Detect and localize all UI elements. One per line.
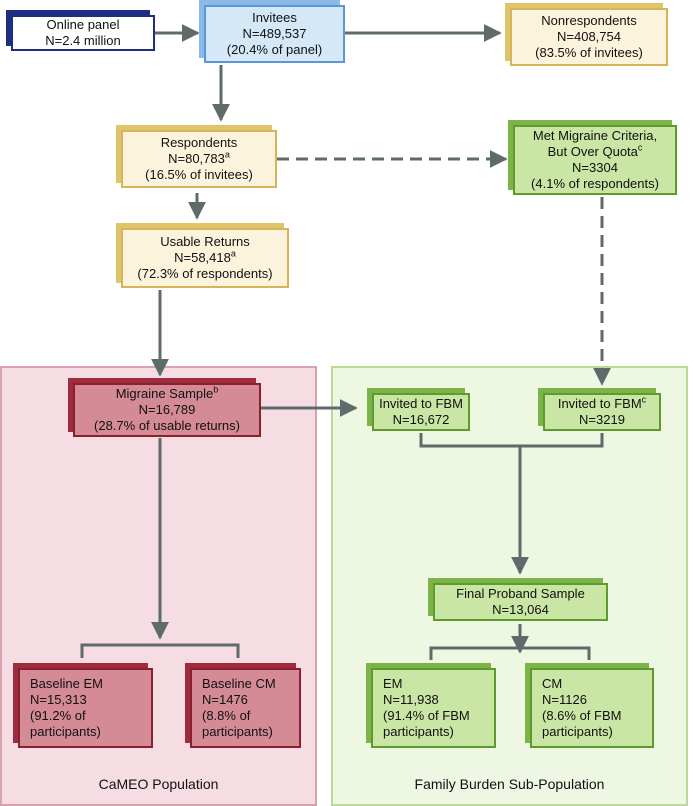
usable-returns-count: N=58,418 bbox=[174, 250, 231, 265]
usable-returns-footnote: a bbox=[230, 248, 236, 259]
invitees-title: Invitees bbox=[252, 10, 297, 25]
branch-em-cm bbox=[429, 646, 591, 660]
usable-returns-title: Usable Returns bbox=[160, 234, 250, 249]
usable-returns-box: Usable Returns N=58,418a (72.3% of respo… bbox=[121, 228, 289, 288]
migraine-sample-count: N=16,789 bbox=[138, 402, 196, 417]
cm-box: CM N=1126 (8.6% of FBM participants) bbox=[530, 668, 654, 748]
baseline-em-box: Baseline EM N=15,313 (91.2% of participa… bbox=[18, 668, 153, 748]
em-box: EM N=11,938 (91.4% of FBM participants) bbox=[371, 668, 496, 748]
baseline-cm-participants: participants) bbox=[202, 724, 273, 739]
migraine-sample-title-line: Migraine Sampleb bbox=[115, 384, 219, 402]
met-criteria-footnote: c bbox=[637, 142, 643, 153]
baseline-cm-title: Baseline CM bbox=[202, 676, 276, 691]
cm-title: CM bbox=[542, 676, 563, 691]
usable-returns-count-line: N=58,418a bbox=[174, 248, 236, 266]
met-criteria-title: Met Migraine Criteria, bbox=[532, 128, 658, 143]
met-criteria-quota: But Over Quota bbox=[547, 144, 638, 159]
invited-fbm-1-count: N=16,672 bbox=[392, 412, 450, 427]
usable-returns-percent: (72.3% of respondents) bbox=[137, 266, 273, 281]
em-title: EM bbox=[383, 676, 403, 691]
invitees-box: Invitees N=489,537 (20.4% of panel) bbox=[204, 5, 345, 63]
cm-count: N=1126 bbox=[542, 692, 587, 707]
met-migraine-criteria-box: Met Migraine Criteria, But Over Quotac N… bbox=[513, 125, 677, 195]
invitees-count: N=489,537 bbox=[242, 26, 307, 41]
invited-fbm-2-title-line: Invited to FBMc bbox=[557, 394, 647, 412]
nonrespondents-count: N=408,754 bbox=[557, 29, 621, 44]
migraine-sample-box: Migraine Sampleb N=16,789 (28.7% of usab… bbox=[73, 383, 261, 437]
invitees-percent: (20.4% of panel) bbox=[226, 42, 323, 57]
baseline-em-percent: (91.2% of bbox=[30, 708, 86, 723]
baseline-em-participants: participants) bbox=[30, 724, 101, 739]
invited-fbm-box-1: Invited to FBM N=16,672 bbox=[372, 393, 470, 431]
migraine-sample-percent: (28.7% of usable returns) bbox=[94, 418, 240, 433]
family-burden-label: Family Burden Sub-Population bbox=[414, 776, 605, 792]
migraine-sample-footnote: b bbox=[213, 384, 219, 395]
branch-baseline bbox=[80, 643, 240, 658]
invited-fbm-box-2: Invited to FBMc N=3219 bbox=[543, 393, 661, 431]
online-panel-title: Online panel bbox=[46, 17, 120, 32]
online-panel-box: Online panel N=2.4 million bbox=[11, 15, 155, 51]
final-proband-sample-box: Final Proband Sample N=13,064 bbox=[433, 583, 608, 621]
join-invited-fbm bbox=[419, 433, 604, 448]
baseline-em-count: N=15,313 bbox=[30, 692, 87, 707]
migraine-sample-title: Migraine Sample bbox=[115, 386, 214, 401]
baseline-cm-box: Baseline CM N=1476 (8.8% of participants… bbox=[190, 668, 301, 748]
respondents-percent: (16.5% of invitees) bbox=[145, 167, 253, 182]
baseline-em-title: Baseline EM bbox=[30, 676, 103, 691]
em-percent: (91.4% of FBM bbox=[383, 708, 470, 723]
respondents-footnote: a bbox=[224, 149, 230, 160]
online-panel-count: N=2.4 million bbox=[45, 33, 121, 48]
nonrespondents-percent: (83.5% of invitees) bbox=[535, 45, 643, 60]
nonrespondents-box: Nonrespondents N=408,754 (83.5% of invit… bbox=[510, 8, 668, 66]
respondents-title: Respondents bbox=[160, 135, 238, 150]
cameo-population-label: CaMEO Population bbox=[98, 776, 219, 792]
met-criteria-percent: (4.1% of respondents) bbox=[531, 176, 659, 191]
baseline-cm-percent: (8.8% of bbox=[202, 708, 251, 723]
em-count: N=11,938 bbox=[383, 692, 439, 707]
respondents-count-line: N=80,783a bbox=[168, 149, 230, 167]
nonrespondents-title: Nonrespondents bbox=[541, 13, 637, 28]
invited-fbm-2-footnote: c bbox=[641, 394, 647, 405]
final-proband-title: Final Proband Sample bbox=[456, 586, 585, 601]
met-criteria-quota-line: But Over Quotac bbox=[547, 142, 643, 160]
final-proband-count: N=13,064 bbox=[492, 602, 549, 617]
invited-fbm-2-title: Invited to FBM bbox=[557, 396, 642, 411]
respondents-count: N=80,783 bbox=[168, 151, 225, 166]
invited-fbm-2-count: N=3219 bbox=[579, 412, 625, 427]
cm-participants: participants) bbox=[542, 724, 613, 739]
respondents-box: Respondents N=80,783a (16.5% of invitees… bbox=[121, 130, 277, 188]
baseline-cm-count: N=1476 bbox=[202, 692, 248, 707]
met-criteria-count: N=3304 bbox=[572, 160, 618, 175]
invited-fbm-1-title: Invited to FBM bbox=[379, 396, 463, 411]
cm-percent: (8.6% of FBM bbox=[542, 708, 622, 723]
em-participants: participants) bbox=[383, 724, 454, 739]
